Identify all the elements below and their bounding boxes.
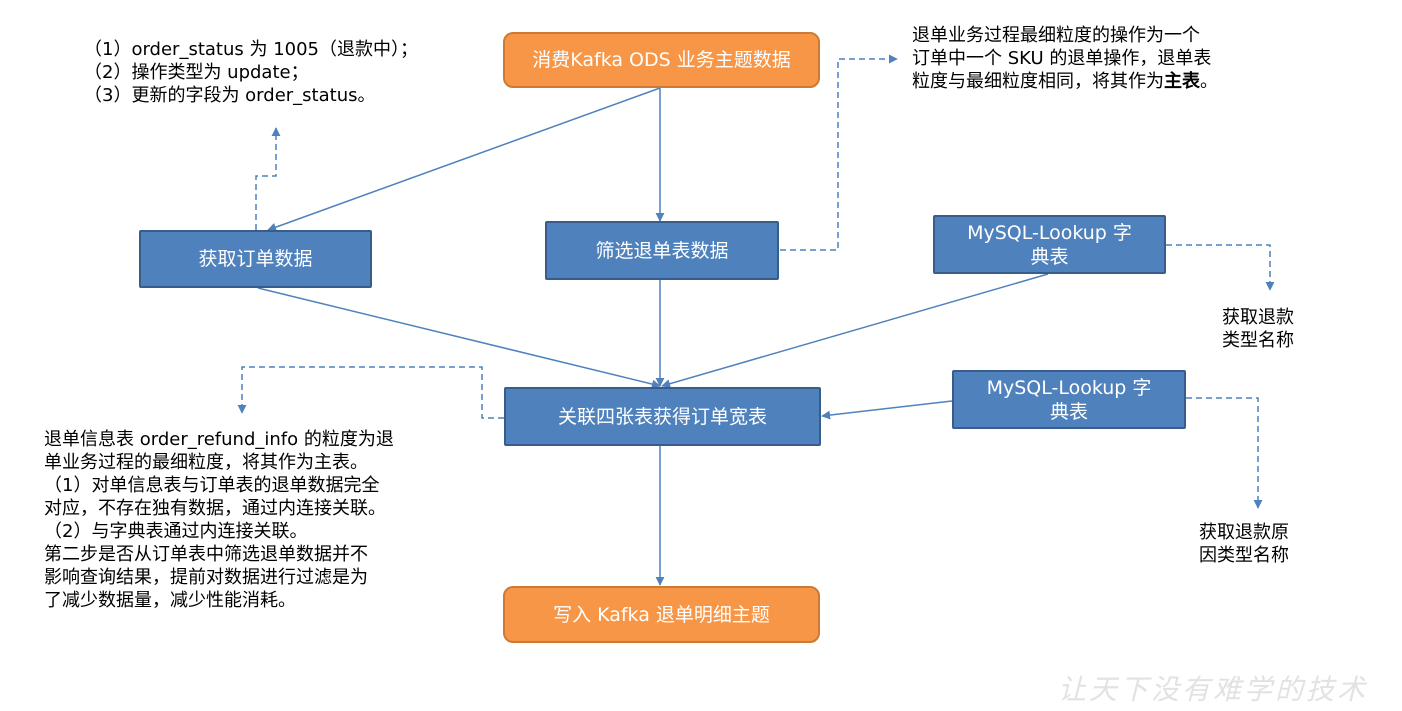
join-detail-line-5: （2）与字典表通过内连接关联。 [44,521,308,542]
order-condition-line-3: （3）更新的字段为 order_status。 [84,85,376,106]
watermark-slogan: 让天下没有难学的技术 [1058,673,1369,706]
join-detail-line-1: 退单信息表 order_refund_info 的粒度为退 [44,429,394,450]
join-detail-line-3: （1）对单信息表与订单表的退单数据完全 [44,475,380,496]
dashed-filter-refund-to-grain-note [780,54,898,251]
refund-type-line-2: 类型名称 [1222,330,1294,351]
refund-reason-line-1: 获取退款原 [1199,522,1289,543]
refund-grain-note: 退单业务过程最细粒度的操作为一个 订单中一个 SKU 的退单操作，退单表 粒度与… [912,24,1218,93]
refund-reason-line-2: 因类型名称 [1199,545,1289,566]
arrow-dict2-to-join [821,400,953,420]
refund-type-note: 获取退款 类型名称 [1222,306,1294,352]
write-kafka-refund-label: 写入 Kafka 退单明细主题 [553,603,770,626]
dashed-join-to-detail-note [237,366,504,419]
dashed-dict2-to-refund-reason [1186,397,1263,509]
mysql-lookup-dict-node-2[interactable]: MySQL-Lookup 字典表 [952,370,1186,429]
join-detail-line-2: 单业务过程的最细粒度，将其作为主表。 [44,452,368,473]
filter-refund-table-label: 筛选退单表数据 [595,239,729,262]
mysql-lookup-dict-label-1: MySQL-Lookup 字典表 [967,221,1132,268]
join-four-tables-node[interactable]: 关联四张表获得订单宽表 [504,387,821,446]
mysql-lookup-dict-label-2: MySQL-Lookup 字典表 [986,376,1152,423]
refund-grain-line-1: 退单业务过程最细粒度的操作为一个 [912,25,1200,46]
filter-refund-table-node[interactable]: 筛选退单表数据 [545,221,779,280]
join-detail-line-6: 第二步是否从订单表中筛选退单数据并不 [44,544,368,565]
refund-grain-line-2: 订单中一个 SKU 的退单操作，退单表 [912,48,1212,69]
mysql-lookup-dict-node-1[interactable]: MySQL-Lookup 字典表 [933,215,1166,274]
refund-grain-line-3-prefix: 粒度与最细粒度相同，将其作为 [912,71,1164,92]
order-condition-line-1: （1）order_status 为 1005（退款中）； [84,39,419,60]
arrow-get-order-to-join [257,287,661,389]
join-detail-line-4: 对应，不存在独有数据，通过内连接关联。 [44,498,386,519]
get-order-data-label: 获取订单数据 [198,248,313,270]
dashed-dict1-to-refund-type [1166,244,1275,291]
order-condition-line-2: （2）操作类型为 update； [84,62,309,83]
dashed-get-order-to-conditions [255,127,281,230]
join-detail-line-8: 了减少数据量，减少性能消耗。 [44,590,296,611]
refund-type-line-1: 获取退款 [1222,307,1294,328]
join-detail-note: 退单信息表 order_refund_info 的粒度为退 单业务过程的最细粒度… [44,428,394,612]
join-detail-line-7: 影响查询结果，提前对数据进行过滤是为 [44,567,368,588]
refund-grain-main-table: 主表 [1164,71,1200,92]
join-four-tables-label: 关联四张表获得订单宽表 [557,405,767,428]
arrow-dict1-to-join [661,273,1049,389]
consume-kafka-ods-node[interactable]: 消费Kafka ODS 业务主题数据 [503,32,820,88]
write-kafka-refund-node[interactable]: 写入 Kafka 退单明细主题 [503,586,820,643]
refund-grain-line-3-suffix: 。 [1200,71,1218,92]
refund-grain-line-3: 粒度与最细粒度相同，将其作为主表。 [912,70,1218,93]
refund-reason-note: 获取退款原 因类型名称 [1199,521,1289,567]
order-conditions-note: （1）order_status 为 1005（退款中）； （2）操作类型为 up… [84,38,418,107]
arrow-consume-to-get-order [267,87,661,232]
get-order-data-node[interactable]: 获取订单数据 [139,230,372,288]
consume-kafka-ods-label: 消费Kafka ODS 业务主题数据 [532,49,791,71]
